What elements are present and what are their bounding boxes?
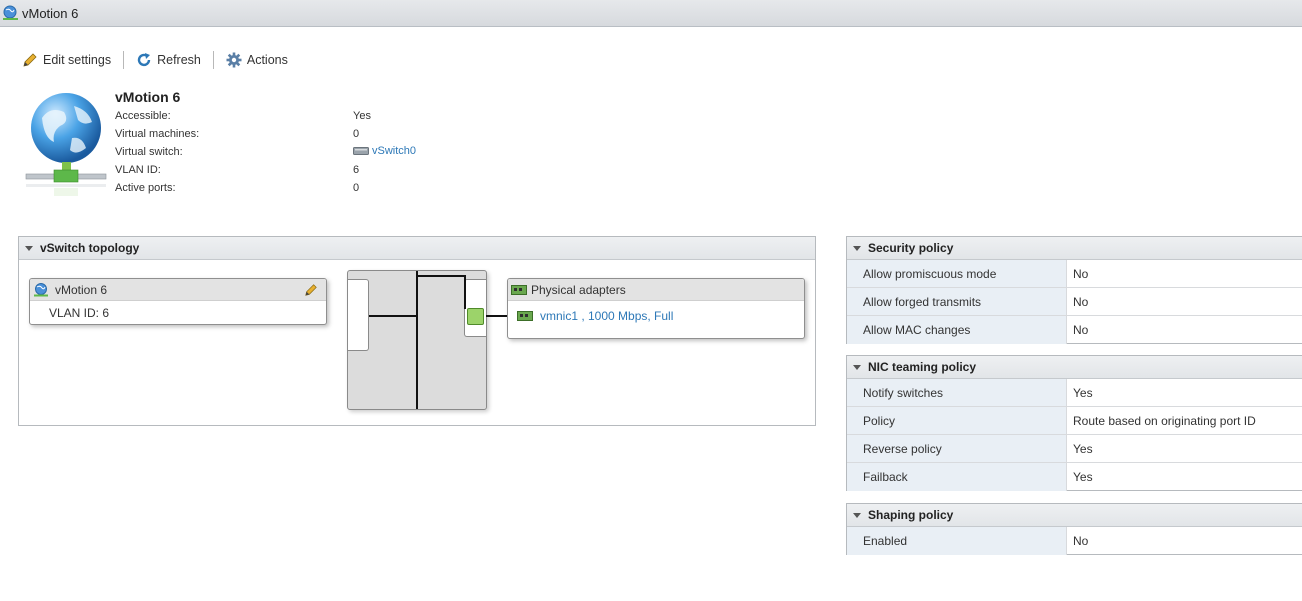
policy-value: No: [1073, 534, 1089, 548]
collapse-caret-icon: [853, 512, 861, 518]
actions-button[interactable]: Actions: [226, 52, 288, 68]
refresh-icon: [137, 53, 151, 67]
security-policy-header[interactable]: Security policy: [847, 237, 1302, 260]
toolbar-separator: [123, 51, 125, 69]
portgroup-title: vMotion 6: [115, 89, 181, 105]
nic-teaming-policy-title: NIC teaming policy: [868, 360, 977, 374]
collapse-caret-icon: [853, 245, 861, 251]
info-label-virtual-machines: Virtual machines:: [115, 128, 200, 140]
info-label-vlan-id: VLAN ID:: [115, 164, 161, 176]
window-title: vMotion 6: [22, 6, 79, 21]
actions-label: Actions: [246, 53, 288, 67]
vswitch-icon: [353, 147, 369, 155]
info-value-virtual-machines: 0: [353, 128, 360, 140]
policy-value: No: [1073, 266, 1089, 281]
nic-port-icon: [467, 308, 484, 325]
policy-key: Allow promiscuous mode: [847, 260, 1067, 287]
portgroup-vlan: VLAN ID: 6: [49, 305, 110, 320]
policy-key: Reverse policy: [847, 435, 1067, 462]
policy-row: Reverse policy Yes: [847, 435, 1302, 463]
vswitch-diagram: [347, 270, 510, 410]
vswitch-topology-title: vSwitch topology: [40, 241, 140, 255]
uplink-connector-line: [464, 275, 466, 309]
portgroup-card-header: vMotion 6: [30, 279, 326, 301]
portgroup-card[interactable]: vMotion 6 VLAN ID: 6: [29, 278, 327, 325]
edit-settings-label: Edit settings: [43, 53, 112, 67]
collapse-caret-icon: [853, 364, 861, 370]
policy-value: Route based on originating port ID: [1073, 413, 1256, 428]
policy-value: No: [1073, 294, 1089, 309]
policy-value: Yes: [1073, 470, 1093, 484]
portgroup-globe-icon: [25, 93, 107, 196]
policy-row: Allow promiscuous mode No: [847, 260, 1302, 288]
port-group-slot: [348, 279, 369, 351]
nic-teaming-policy-panel: NIC teaming policy Notify switches Yes P…: [846, 355, 1302, 491]
nic-card-icon: [511, 284, 527, 295]
info-value-virtual-switch: vSwitch0: [353, 145, 416, 157]
uplink-connector-line: [417, 275, 465, 277]
edit-pencil-icon[interactable]: [304, 283, 318, 297]
vswitch-link-label: vSwitch0: [372, 145, 417, 157]
gear-icon: [226, 52, 242, 68]
portgroup-card-name: vMotion 6: [55, 282, 108, 297]
network-portgroup-icon: [3, 5, 18, 20]
info-label-active-ports: Active ports:: [115, 182, 176, 194]
info-label-virtual-switch: Virtual switch:: [115, 146, 183, 158]
nic-teaming-policy-header[interactable]: NIC teaming policy: [847, 356, 1302, 379]
info-value-accessible: Yes: [353, 110, 371, 122]
policy-row: Policy Route based on originating port I…: [847, 407, 1302, 435]
edit-settings-button[interactable]: Edit settings: [22, 52, 111, 68]
toolbar: Edit settings Refresh Actions: [22, 50, 288, 70]
security-policy-panel: Security policy Allow promiscuous mode N…: [846, 236, 1302, 344]
policy-key: Allow forged transmits: [847, 288, 1067, 315]
vswitch-link[interactable]: vSwitch0: [353, 145, 416, 157]
policy-key: Allow MAC changes: [847, 316, 1067, 344]
policy-value: No: [1073, 323, 1089, 337]
collapse-caret-icon: [25, 245, 33, 251]
policy-key: Failback: [847, 463, 1067, 491]
policy-row: Allow forged transmits No: [847, 288, 1302, 316]
pencil-icon: [23, 53, 37, 67]
window-titlebar: vMotion 6: [0, 0, 1302, 27]
shaping-policy-header[interactable]: Shaping policy: [847, 504, 1302, 527]
vswitch-topology-header[interactable]: vSwitch topology: [19, 237, 815, 260]
physical-adapters-title: Physical adapters: [531, 282, 626, 297]
shaping-policy-panel: Shaping policy Enabled No: [846, 503, 1302, 555]
policy-key: Notify switches: [847, 379, 1067, 406]
adapter-row[interactable]: vmnic1 , 1000 Mbps, Full: [508, 301, 804, 331]
policy-value: Yes: [1073, 385, 1093, 400]
info-value-vlan-id: 6: [353, 164, 360, 176]
physical-adapters-header: Physical adapters: [508, 279, 804, 301]
shaping-policy-title: Shaping policy: [868, 508, 954, 522]
info-label-accessible: Accessible:: [115, 110, 171, 122]
security-policy-title: Security policy: [868, 241, 954, 255]
policy-row: Failback Yes: [847, 463, 1302, 491]
policy-row: Allow MAC changes No: [847, 316, 1302, 344]
refresh-button[interactable]: Refresh: [136, 52, 201, 68]
policy-value: Yes: [1073, 441, 1093, 456]
info-value-active-ports: 0: [353, 182, 360, 194]
policy-key: Policy: [847, 407, 1067, 434]
physical-adapters-card: Physical adapters vmnic1 , 1000 Mbps, Fu…: [507, 278, 805, 339]
nic-card-icon: [517, 311, 533, 321]
adapter-connector-line: [486, 315, 510, 317]
toolbar-separator: [212, 51, 214, 69]
policy-row: Enabled No: [847, 527, 1302, 555]
policy-key: Enabled: [847, 527, 1067, 555]
network-portgroup-icon: [34, 282, 48, 296]
vswitch-backbone-line: [416, 271, 418, 409]
refresh-label: Refresh: [157, 53, 201, 67]
policy-row: Notify switches Yes: [847, 379, 1302, 407]
adapter-link[interactable]: vmnic1 , 1000 Mbps, Full: [540, 309, 674, 323]
portgroup-connector-line: [369, 315, 417, 317]
